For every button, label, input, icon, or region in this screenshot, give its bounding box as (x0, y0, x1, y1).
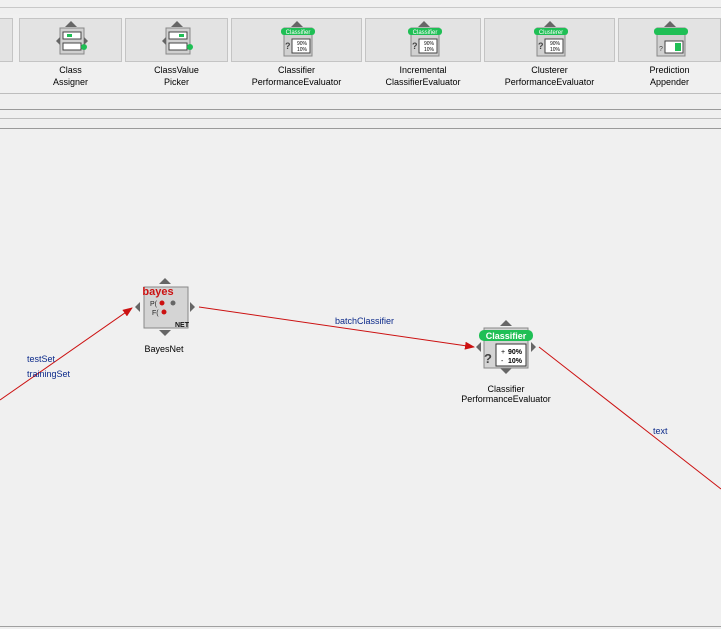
class-assigner-button[interactable] (19, 18, 122, 62)
incremental-classifier-evaluator-button[interactable]: Classifier ? 90% 10% (365, 18, 481, 62)
palette-button-partial[interactable] (0, 18, 13, 62)
class-value-picker-button[interactable] (125, 18, 228, 62)
svg-text:?: ? (659, 46, 663, 53)
clusterer-performance-evaluator-button[interactable]: Clusterer ? 90% 10% (484, 18, 615, 62)
divider (0, 109, 721, 110)
incremental-classifier-evaluator-icon: Classifier ? 90% 10% (408, 21, 442, 57)
svg-text:90%: 90% (297, 41, 308, 47)
svg-text:?: ? (538, 41, 544, 51)
divider (0, 93, 721, 94)
svg-text:90%: 90% (424, 41, 435, 47)
prediction-appender-icon: ? (654, 21, 688, 57)
class-assigner-label: Class Assigner (52, 65, 88, 87)
classifier-performance-evaluator-icon: Classifier ? 90% 10% (281, 21, 315, 57)
svg-text:?: ? (412, 41, 418, 51)
flow-canvas[interactable] (0, 129, 721, 627)
class-value-picker-label: ClassValue Picker (154, 65, 199, 87)
svg-text:10%: 10% (297, 47, 308, 53)
prediction-appender-button[interactable]: ? (618, 18, 721, 62)
batch-classifier-label: batchClassifier (335, 316, 395, 326)
classifier-badge-text: Classifier (286, 30, 311, 36)
text-connection-label: text (653, 426, 668, 436)
divider (0, 118, 721, 119)
class-value-picker-icon (162, 21, 193, 55)
classifier-performance-evaluator-button[interactable]: Classifier ? 90% 10% (231, 18, 362, 62)
svg-text:?: ? (285, 41, 291, 51)
training-set-label: trainingSet (27, 369, 71, 379)
prediction-appender-label: Prediction Appender (649, 65, 690, 87)
svg-text:10%: 10% (424, 47, 435, 53)
connection-batch-classifier[interactable] (198, 306, 475, 350)
incremental-classifier-evaluator-label: Incremental ClassifierEvaluator (385, 65, 461, 87)
connection-text[interactable] (538, 346, 721, 490)
connection-test-training[interactable] (0, 307, 133, 401)
svg-text:90%: 90% (550, 41, 561, 47)
divider (0, 128, 721, 129)
bayesnet-label: BayesNet (144, 344, 184, 354)
top-toolbar (0, 0, 721, 8)
clusterer-performance-evaluator-label: Clusterer PerformanceEvaluator (504, 65, 595, 87)
classifier-performance-evaluator-label: Classifier PerformanceEvaluator (251, 65, 342, 87)
svg-text:Clusterer: Clusterer (539, 30, 563, 36)
class-assigner-icon (56, 21, 88, 55)
canvas-bottom-border (0, 626, 721, 627)
svg-text:Classifier: Classifier (413, 30, 438, 36)
svg-text:10%: 10% (550, 47, 561, 53)
test-set-label: testSet (27, 354, 56, 364)
evaluator-label: Classifier PerformanceEvaluator (461, 384, 551, 404)
clusterer-performance-evaluator-icon: Clusterer ? 90% 10% (534, 21, 568, 57)
